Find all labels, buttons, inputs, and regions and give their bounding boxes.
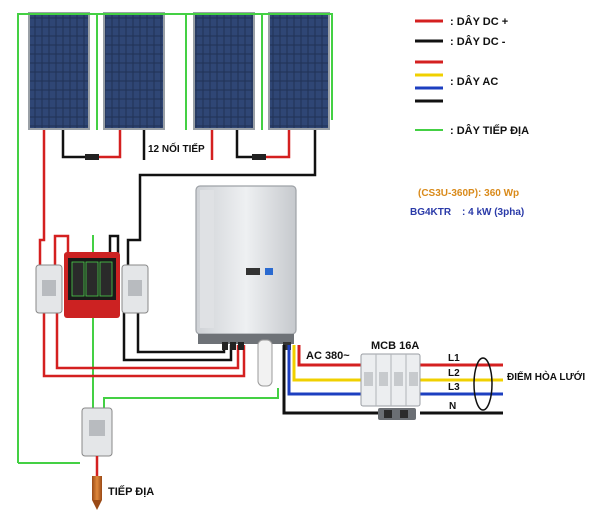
mcb-label: MCB 16A: [371, 340, 419, 352]
ground-switch: [81, 407, 113, 478]
legend-ac-label: : DÂY AC: [450, 75, 498, 88]
ac-voltage-label: AC 380~: [306, 350, 350, 362]
series-label: 12 NỐI TIẾP: [148, 141, 205, 155]
ac-wiring: [282, 345, 503, 415]
inverter-power: : 4 kW (3pha): [462, 207, 524, 218]
solar-panel-4: [268, 12, 330, 130]
grid-point-label: ĐIỂM HÒA LƯỚI: [507, 370, 585, 383]
neutral-terminal: [378, 408, 416, 420]
ground-rod-label: TIẾP ĐỊA: [108, 485, 154, 498]
line-l3-label: L3: [448, 382, 460, 393]
line-l2-label: L2: [448, 368, 460, 379]
panel-spec: (CS3U-360P): 360 Wp: [418, 188, 519, 199]
legend-dc-minus-label: : DÂY DC -: [450, 35, 506, 48]
solar-panel-3: [193, 12, 255, 130]
grid-point-ellipse: [473, 357, 493, 411]
panel-series-links: [61, 130, 291, 160]
ground-wiring: [17, 13, 333, 464]
mcb-breaker: [360, 353, 421, 407]
legend-ground-label: : DÂY TIẾP ĐỊA: [450, 124, 529, 137]
solar-panel-1: [28, 12, 90, 130]
legend-dc-plus-label: : DÂY DC +: [450, 15, 508, 28]
dc-surge-protector: [35, 252, 149, 318]
ground-rod: [92, 476, 102, 510]
legend: [415, 19, 443, 131]
line-n-label: N: [449, 401, 456, 412]
inverter-model: BG4KTR: [410, 207, 452, 218]
solar-panel-2: [103, 12, 165, 130]
line-l1-label: L1: [448, 353, 460, 364]
inverter: [195, 185, 297, 387]
